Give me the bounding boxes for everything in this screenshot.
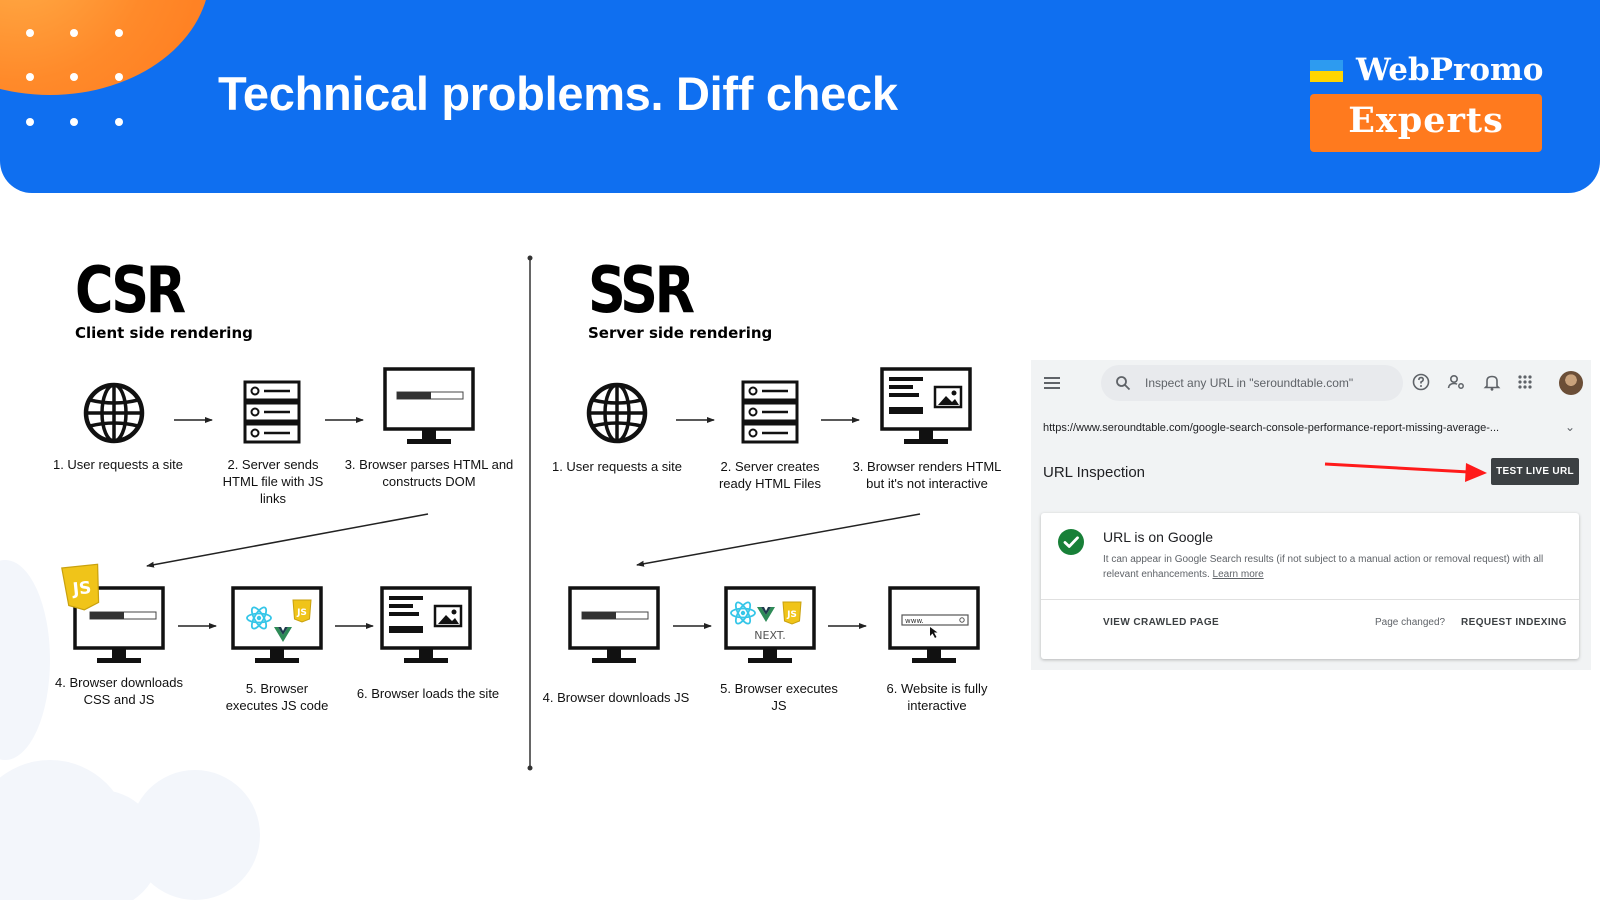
status-description: It can appear in Google Search results (… <box>1103 552 1563 582</box>
decorative-cloud <box>130 770 260 900</box>
red-arrow-icon <box>1324 462 1487 482</box>
header-banner: Technical problems. Diff check WebPromo … <box>0 0 1600 193</box>
csr-step-2-label: 2. Server sends HTML file with JS links <box>222 457 324 506</box>
logo-orange-box <box>1310 94 1542 152</box>
search-icon <box>1116 376 1131 391</box>
help-icon[interactable] <box>1411 372 1431 392</box>
test-live-url-button[interactable]: TEST LIVE URL <box>1491 458 1579 485</box>
svg-text:www.: www. <box>905 617 924 625</box>
csr-step-5-label: 5. Browser executes JS code <box>225 681 329 713</box>
status-description-text: It can appear in Google Search results (… <box>1103 554 1544 580</box>
apps-grid-icon[interactable] <box>1515 372 1535 392</box>
check-circle-icon <box>1058 529 1084 555</box>
ssr-step-5-label: 5. Browser executes JS <box>720 681 838 713</box>
view-crawled-page-button[interactable]: VIEW CRAWLED PAGE <box>1103 617 1220 628</box>
inspected-url[interactable]: https://www.seroundtable.com/google-sear… <box>1043 422 1500 434</box>
ssr-step-4-label: 4. Browser downloads JS <box>542 690 690 705</box>
csr-step-3-label: 3. Browser parses HTML and constructs DO… <box>344 457 514 489</box>
decorative-dot <box>115 29 123 37</box>
ssr-subtitle: Server side rendering <box>588 324 773 342</box>
decorative-dot <box>26 118 34 126</box>
inspect-url-search-bar[interactable]: Inspect any URL in "seroundtable.com" <box>1101 365 1403 401</box>
decorative-dot <box>70 118 78 126</box>
chevron-down-icon[interactable]: ⌄ <box>1565 420 1576 434</box>
ssr-step-2-label: 2. Server creates ready HTML Files <box>718 459 822 491</box>
diagram-graphics: JS JS JS NEXT. www. <box>61 255 980 771</box>
csr-subtitle: Client side rendering <box>75 324 253 342</box>
svg-text:JS: JS <box>296 608 307 618</box>
hamburger-menu-icon[interactable] <box>1044 377 1060 389</box>
svg-text:JS: JS <box>786 610 797 620</box>
ssr-title: SSR <box>588 254 695 328</box>
ssr-step-3-label: 3. Browser renders HTML but it's not int… <box>852 459 1002 491</box>
page-changed-label: Page changed? <box>1375 617 1446 628</box>
csr-ssr-diagram: JS JS JS NEXT. www. CSR <box>0 240 1020 780</box>
csr-step-6-label: 6. Browser loads the site <box>356 686 500 701</box>
csr-step-4-label: 4. Browser downloads CSS and JS <box>55 675 183 707</box>
account-avatar[interactable] <box>1559 371 1583 395</box>
ssr-step-1-label: 1. User requests a site <box>551 459 683 474</box>
page-title: Technical problems. Diff check <box>218 67 898 120</box>
csr-step-1-label: 1. User requests a site <box>52 457 184 472</box>
request-indexing-button[interactable]: REQUEST INDEXING <box>1461 617 1567 628</box>
webpromo-experts-logo: WebPromo Experts <box>1310 52 1544 152</box>
svg-text:JS: JS <box>71 578 93 600</box>
ukraine-flag-icon <box>1310 60 1343 82</box>
decorative-dot <box>70 29 78 37</box>
csr-title: CSR <box>75 254 186 328</box>
search-console-panel: Inspect any URL in "seroundtable.com" ht… <box>1031 360 1591 670</box>
url-inspection-heading: URL Inspection <box>1043 464 1145 481</box>
search-placeholder: Inspect any URL in "seroundtable.com" <box>1145 376 1354 390</box>
card-divider <box>1041 599 1579 600</box>
notifications-bell-icon[interactable] <box>1482 372 1502 392</box>
logo-line-2: Experts <box>1348 100 1504 141</box>
url-status-card: URL is on Google It can appear in Google… <box>1041 513 1579 659</box>
status-title: URL is on Google <box>1103 529 1213 545</box>
decorative-dot <box>26 73 34 81</box>
decorative-orange-circle <box>0 0 210 95</box>
logo-line-1: WebPromo <box>1356 52 1544 88</box>
decorative-dot <box>26 29 34 37</box>
decorative-dot <box>70 73 78 81</box>
learn-more-link[interactable]: Learn more <box>1212 569 1264 580</box>
ssr-step-6-label: 6. Website is fully interactive <box>886 681 988 713</box>
decorative-dot <box>115 118 123 126</box>
svg-text:NEXT.: NEXT. <box>754 629 785 642</box>
decorative-dot <box>115 73 123 81</box>
manage-users-icon[interactable] <box>1446 372 1466 392</box>
